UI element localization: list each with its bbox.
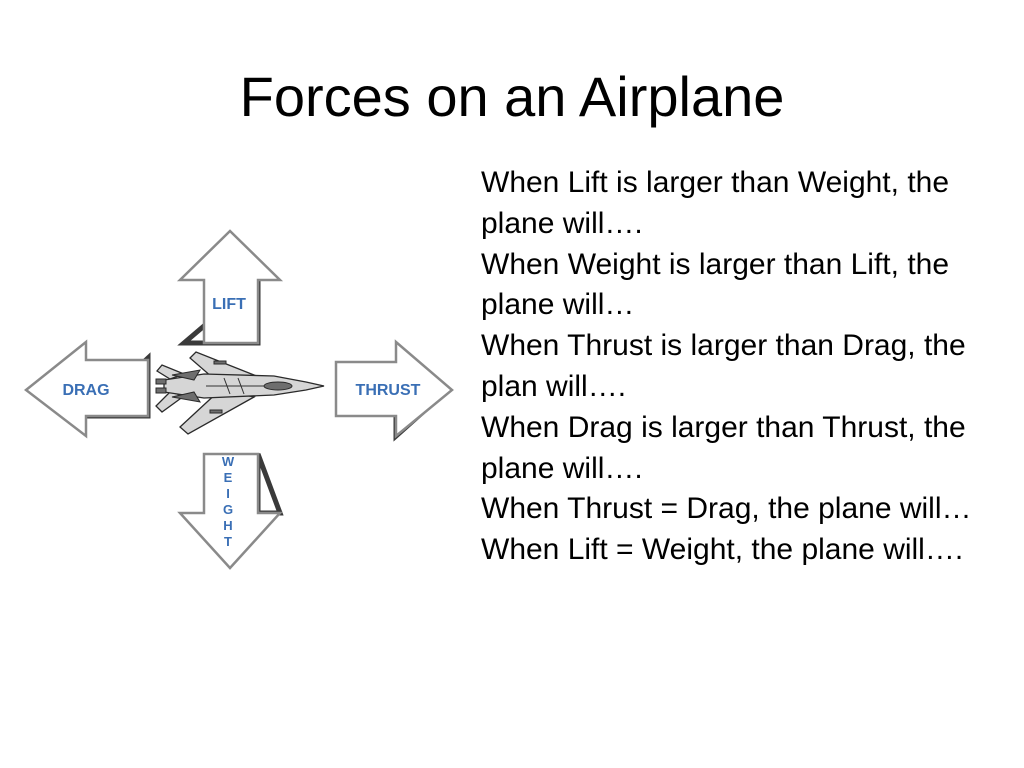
list-item: When Weight is larger than Lift, the pla… — [481, 247, 950, 322]
weight-letter: G — [223, 502, 233, 517]
drag-arrow: DRAG — [23, 339, 151, 439]
list-item: When Thrust is larger than Drag, the pla… — [481, 329, 966, 403]
lift-arrow: LIFT — [176, 229, 284, 346]
lift-label: LIFT — [212, 296, 246, 313]
forces-diagram: LIFT DRAG THRUST W E I G H T — [23, 228, 454, 572]
weight-arrow: W E I G H T — [177, 452, 284, 570]
weight-letter: E — [224, 470, 233, 485]
list-item: When Drag is larger than Thrust, the pla… — [481, 410, 966, 485]
slide-title: Forces on an Airplane — [239, 65, 785, 128]
weight-letter: I — [226, 486, 230, 501]
list-item: When Lift = Weight, the plane will…. — [481, 533, 964, 567]
weight-letter: H — [223, 518, 232, 533]
weight-label: W E I G H T — [222, 454, 235, 549]
thrust-label: THRUST — [356, 382, 421, 399]
weight-letter: W — [222, 454, 235, 469]
list-item: When Thrust = Drag, the plane will… — [481, 492, 972, 526]
drag-label: DRAG — [62, 382, 109, 399]
forces-diagram-svg: LIFT DRAG THRUST W E I G H T — [23, 229, 454, 570]
fighter-jet-icon — [155, 351, 325, 435]
question-list: When Lift is larger than Weight, the pla… — [481, 163, 1011, 571]
weight-letter: T — [224, 534, 232, 549]
list-item: When Lift is larger than Weight, the pla… — [481, 166, 950, 240]
thrust-arrow: THRUST — [334, 339, 454, 442]
